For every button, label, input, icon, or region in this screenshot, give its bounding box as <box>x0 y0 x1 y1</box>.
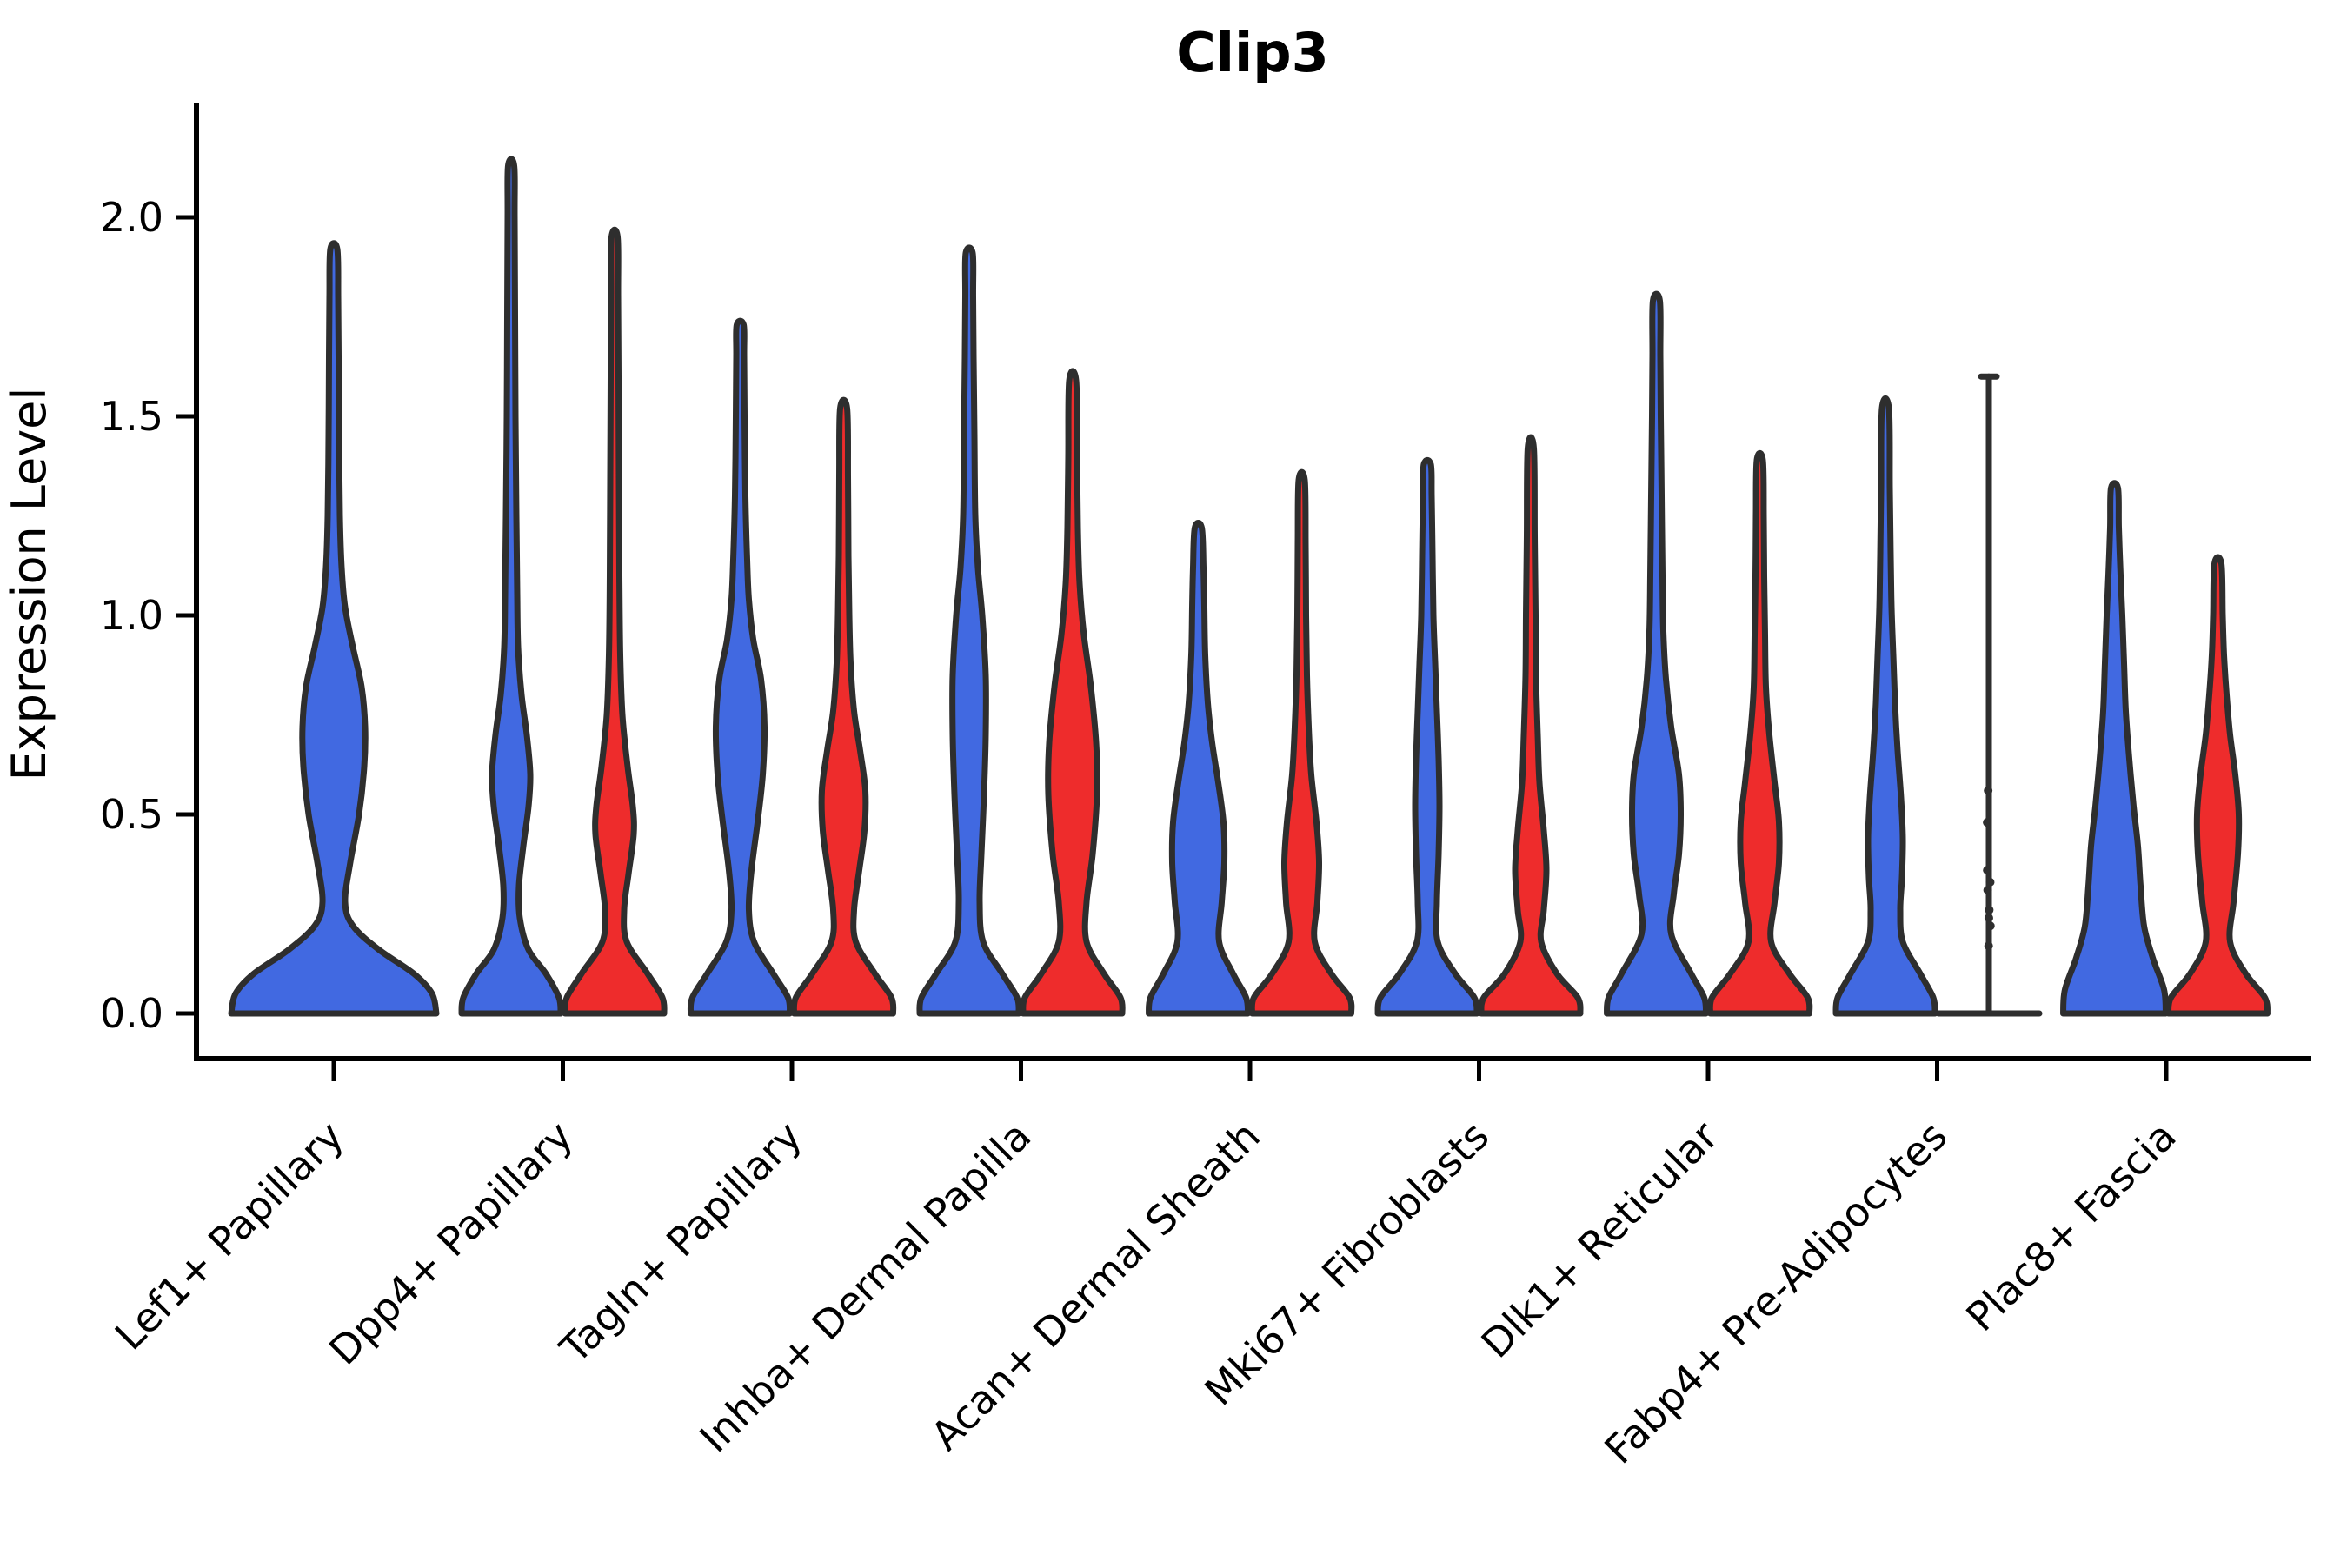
y-tick-label: 1.5 <box>100 393 163 440</box>
x-tick-label-dpp4-papillary: Dpp4+ Papillary <box>320 1113 582 1374</box>
data-point <box>1985 914 1993 922</box>
violin-plac8-fascia-red <box>2169 557 2268 1013</box>
data-point <box>1983 818 1991 827</box>
x-tick-label-tagln-papillary: Tagln+ Papillary <box>550 1113 811 1373</box>
violin-fabp4-pre-adipocytes-red <box>1938 376 2039 1013</box>
violin-dlk1-reticular-red <box>1710 453 1810 1013</box>
violin-plac8-fascia-blue <box>2064 483 2166 1013</box>
y-tick-label: 0.5 <box>100 791 163 838</box>
violin-dpp4-papillary-blue <box>462 159 561 1013</box>
data-point <box>1985 941 1993 950</box>
violin-tagln-papillary-red <box>794 400 893 1013</box>
data-point <box>1984 787 1992 795</box>
violin-dlk1-reticular-blue <box>1607 294 1706 1013</box>
y-axis-label: Expression Level <box>2 388 57 781</box>
data-point <box>1985 878 1994 887</box>
violin-inhba-dermal-papilla-red <box>1023 371 1122 1013</box>
data-point <box>1985 906 1993 914</box>
violin-inhba-dermal-papilla-blue <box>920 248 1019 1013</box>
y-tick-label: 1.0 <box>100 592 163 639</box>
violin-fabp4-pre-adipocytes-blue <box>1836 398 1935 1013</box>
violin-tagln-papillary-blue <box>690 321 789 1013</box>
chart-title: Clip3 <box>1176 21 1329 84</box>
violin-mki67-fibroblasts-red <box>1481 437 1580 1013</box>
violins-layer <box>231 159 2268 1013</box>
violin-acan-dermal-sheath-red <box>1252 472 1352 1013</box>
y-tick-label: 0.0 <box>100 990 163 1037</box>
x-tick-label-dlk1-reticular: Dlk1+ Reticular <box>1473 1113 1727 1367</box>
x-tick-label-plac8-fascia: Plac8+ Fascia <box>1957 1113 2184 1340</box>
violin-mki67-fibroblasts-blue <box>1378 460 1477 1013</box>
data-point <box>1986 921 1995 930</box>
y-tick-label: 2.0 <box>100 194 163 241</box>
violin-lef1-papillary-blue <box>231 243 436 1013</box>
data-point <box>1983 866 1991 874</box>
x-tick-label-lef1-papillary: Lef1+ Papillary <box>106 1113 353 1359</box>
data-point <box>1984 886 1992 894</box>
violin-dpp4-papillary-red <box>565 229 664 1013</box>
violin-acan-dermal-sheath-blue <box>1149 523 1248 1014</box>
